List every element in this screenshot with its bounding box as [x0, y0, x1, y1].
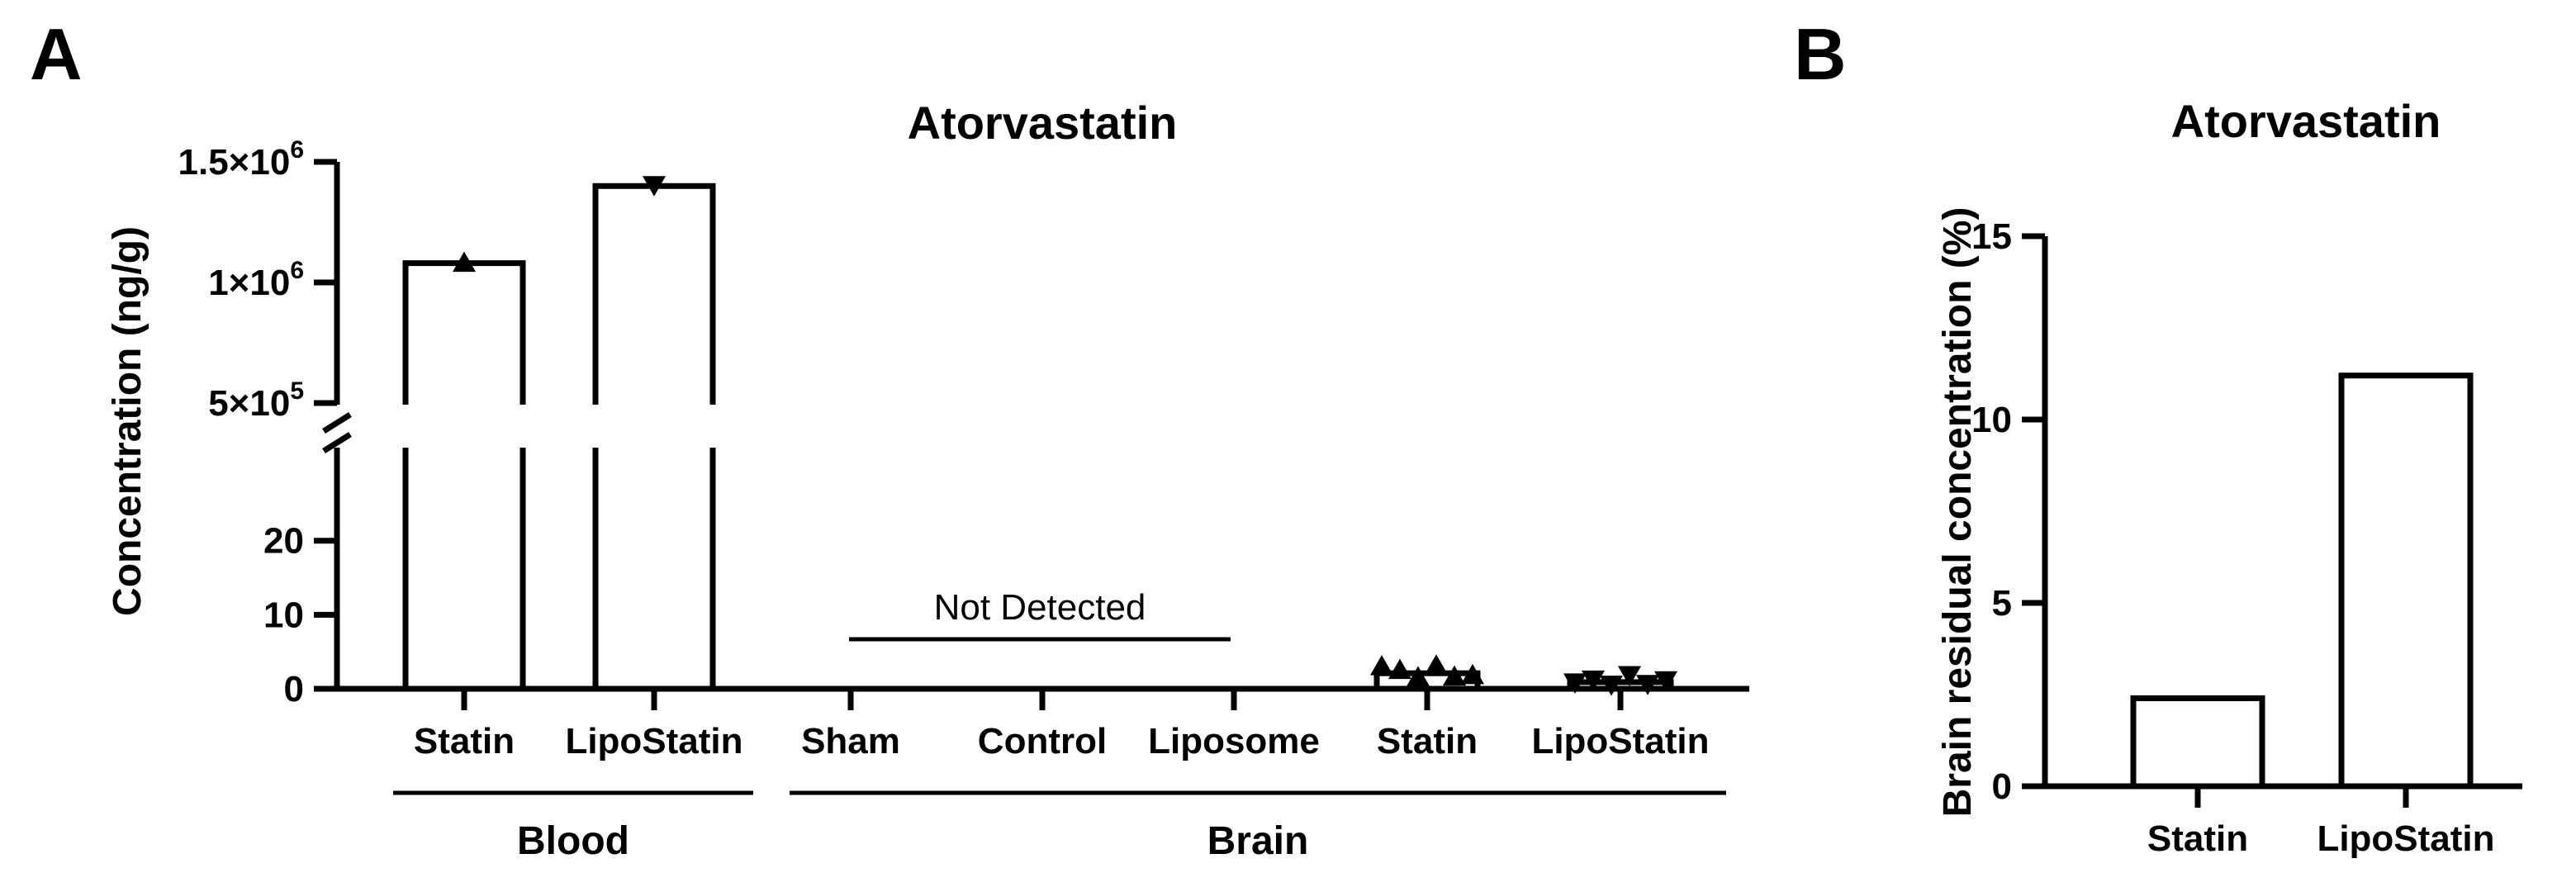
panel-b-y-tick-label-10: 10	[1971, 400, 2012, 440]
panel-a-point-5-0	[1370, 655, 1393, 676]
panel-a-bar-0	[402, 260, 526, 689]
panel-a-point-6-1	[1582, 670, 1605, 691]
panel-a-group-label-1: Brain	[1207, 819, 1309, 863]
panel-b-x-tick-label-1: LipoStatin	[2317, 818, 2494, 859]
panel-a-point-6-5	[1654, 671, 1677, 692]
panel-a-point-0-0	[453, 251, 476, 273]
panel-a-x-tick-label-2: Sham	[801, 721, 900, 761]
panel-b-y-axis-label: Brain residual concentration (%)	[1936, 207, 1980, 818]
panel-a-y-tick-label-1500000: 1.5×106	[178, 136, 305, 183]
panel-a-point-6-2	[1600, 676, 1623, 696]
panel-b-y-tick-label-15: 15	[1971, 216, 2012, 257]
panel-a-point-5-3	[1425, 654, 1448, 675]
panel-a-point-5-2	[1407, 666, 1430, 687]
panel-a-not-detected-label: Not Detected	[934, 587, 1146, 628]
panel-a-x-tick-label-3: Control	[978, 721, 1107, 761]
panel-a-point-1-0	[643, 176, 666, 197]
panel-a-y-tick-label-0: 0	[284, 669, 304, 709]
panel-a-x-tick-label-0: Statin	[414, 721, 515, 761]
panel-a-point-5-4	[1443, 665, 1466, 686]
panel-a-title: Atorvastatin	[908, 97, 1178, 149]
panel-a-axis-break-mark-1	[322, 412, 352, 434]
panel-b-y-tick-label-5: 5	[1992, 583, 2012, 624]
panel-b-letter: B	[1794, 13, 1847, 95]
panel-b-title: Atorvastatin	[2171, 95, 2441, 147]
panel-a-y-tick-label-20: 20	[263, 521, 304, 562]
panel-a-x-tick-label-6: LipoStatin	[1531, 721, 1709, 761]
panel-a-bar-1	[592, 183, 716, 689]
panel-a-point-6-0	[1563, 673, 1587, 694]
panel-b-bar-0	[2130, 695, 2265, 790]
panel-a-x-tick-label-1: LipoStatin	[565, 721, 742, 761]
panel-a-x-tick-label-5: Statin	[1377, 721, 1478, 761]
panel-a-letter: A	[30, 13, 83, 95]
panel-a-point-5-1	[1388, 658, 1411, 680]
panel-a-point-5-5	[1461, 663, 1484, 685]
panel-a-axis-break-mark-2	[322, 432, 352, 453]
panel-b-bar-1	[2338, 372, 2474, 790]
panel-a-point-6-4	[1636, 675, 1659, 695]
panel-b-y-tick-label-0: 0	[1992, 766, 2012, 807]
panel-a-y-tick-label-500000: 5×105	[208, 377, 304, 424]
panel-a-x-tick-label-4: Liposome	[1148, 721, 1320, 761]
panel-a-y-axis-label: Concentration (ng/g)	[106, 226, 149, 616]
panel-a-y-tick-label-10: 10	[263, 595, 304, 635]
panel-b-x-tick-label-0: Statin	[2147, 818, 2248, 859]
panel-a-point-6-3	[1618, 666, 1641, 686]
panel-a-y-tick-label-1000000: 1×106	[208, 257, 304, 303]
panel-a-group-label-0: Blood	[517, 819, 629, 863]
